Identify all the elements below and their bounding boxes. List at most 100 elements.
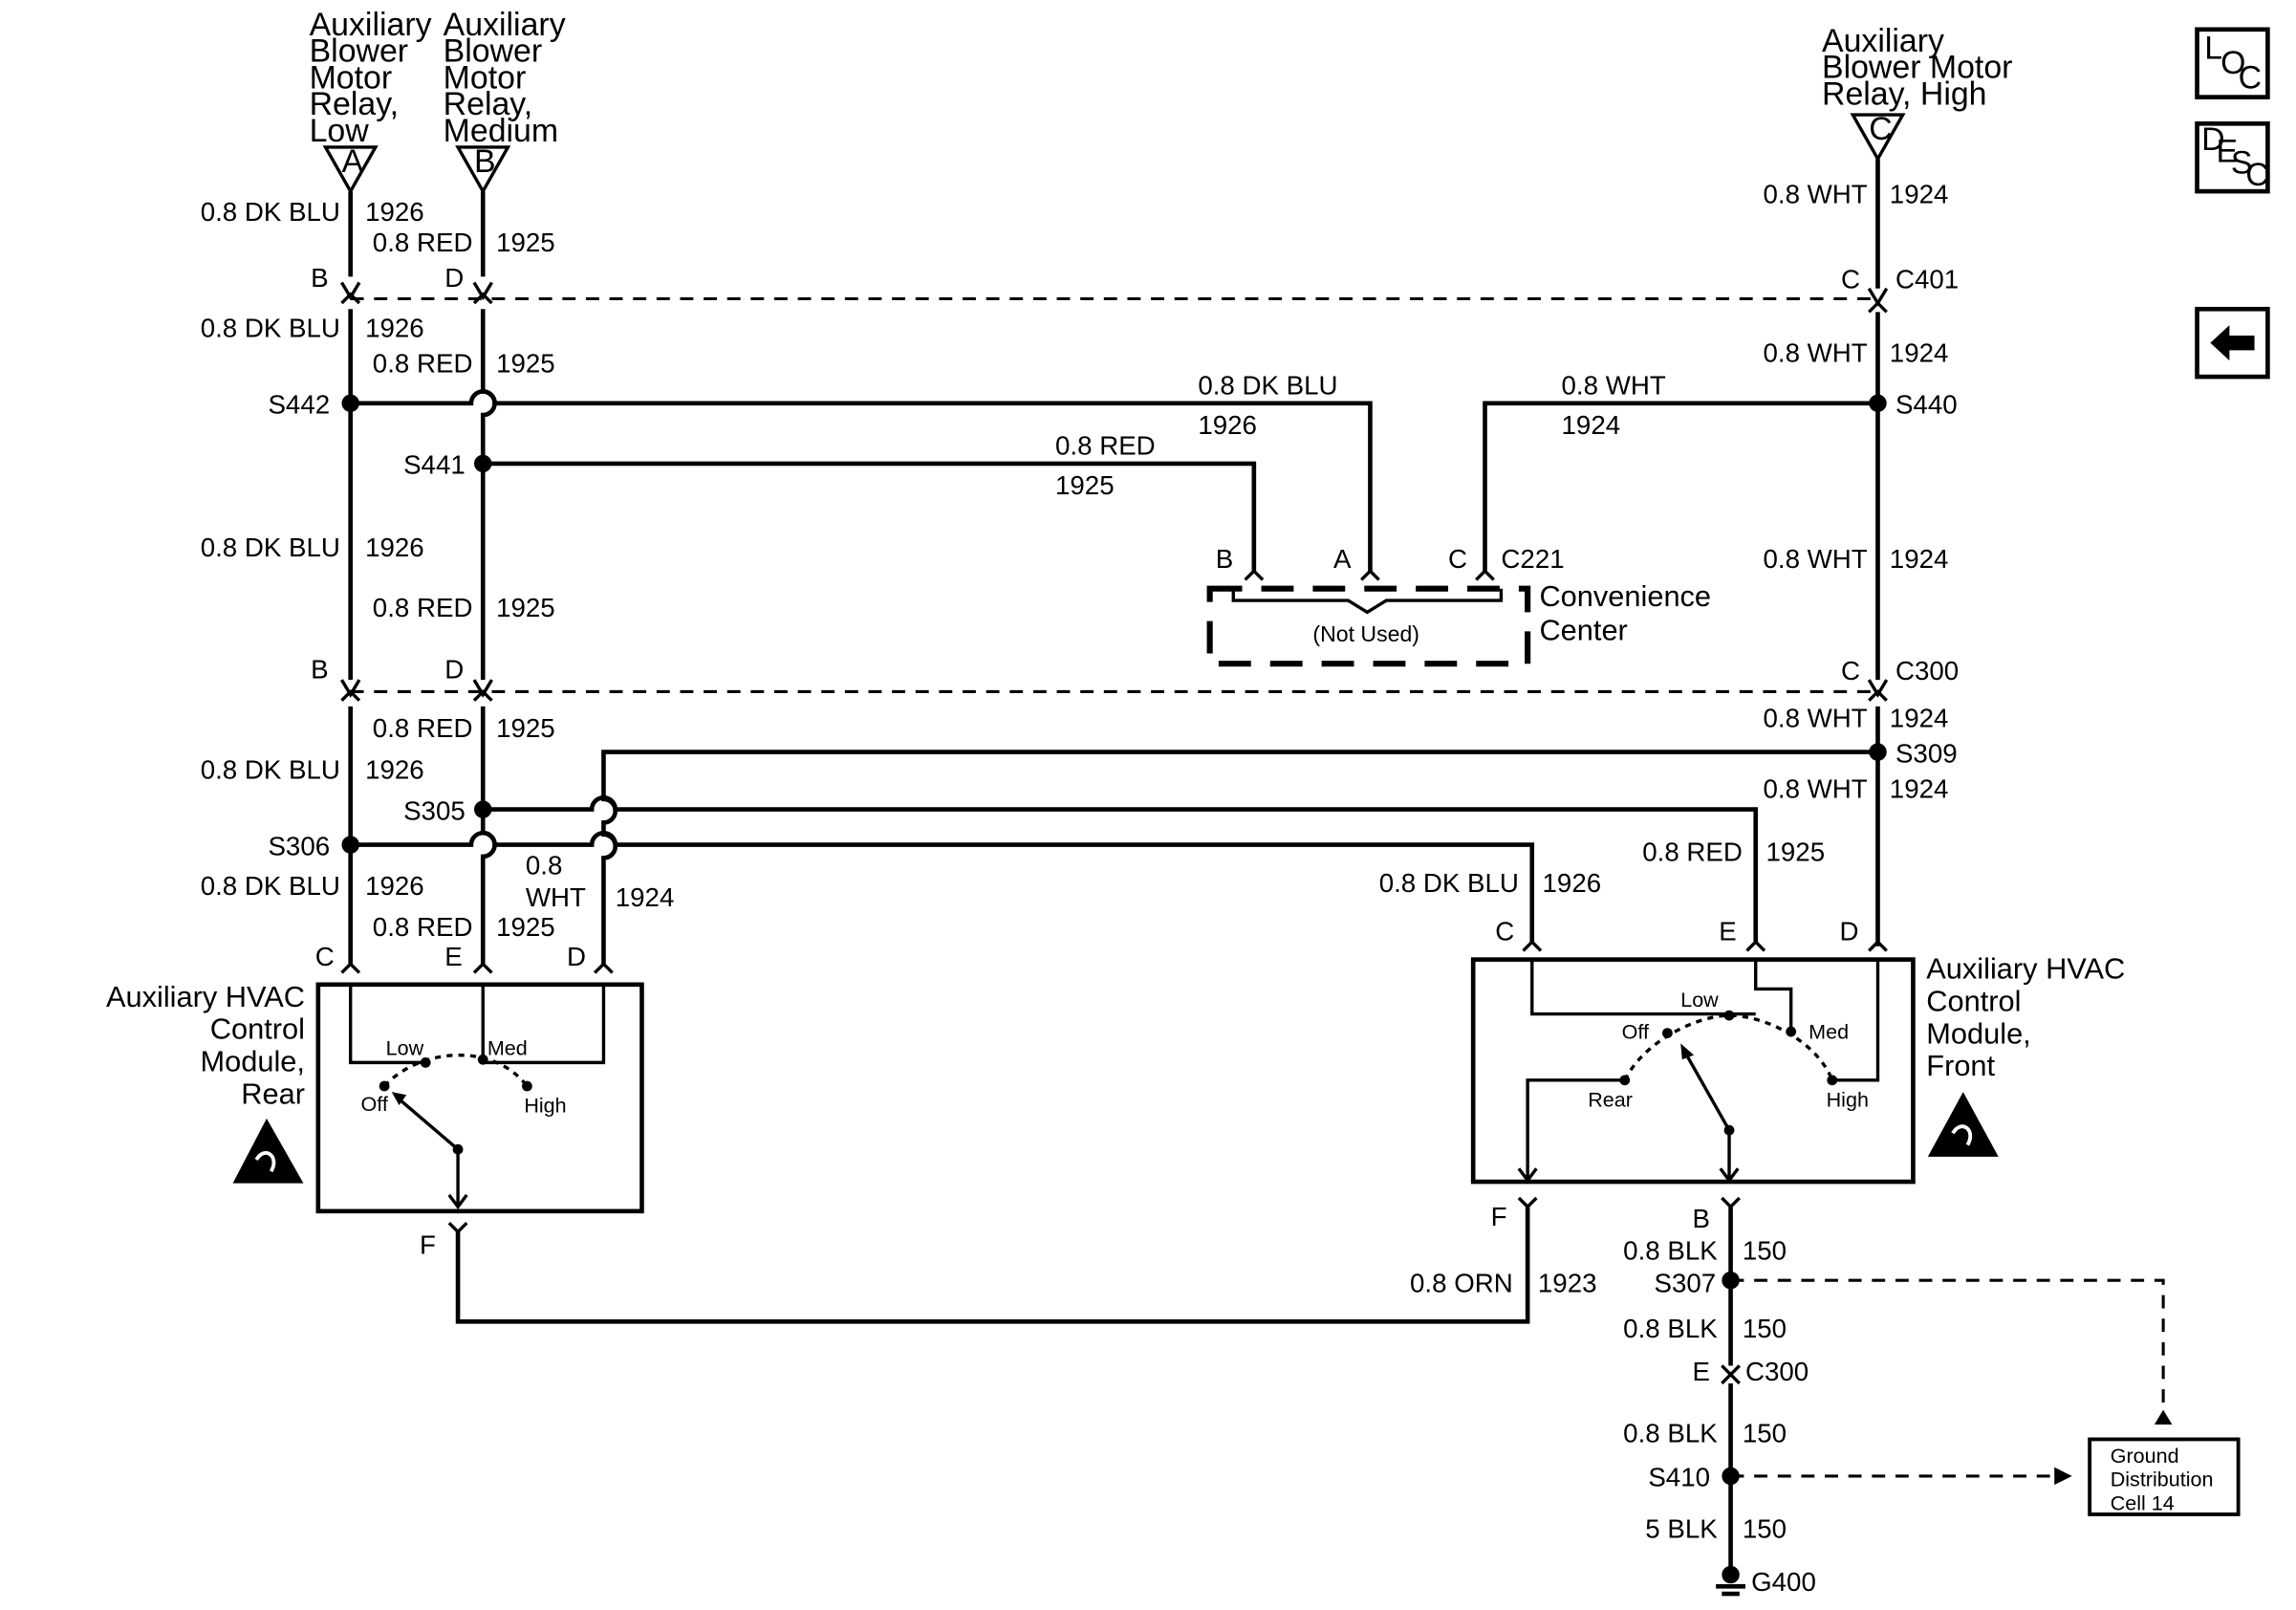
wire-1926-to-c221	[350, 389, 1373, 572]
pin-letter: A	[1333, 544, 1352, 574]
pin-letter: C	[1495, 917, 1514, 946]
wire-1923-orn	[455, 1207, 1530, 1324]
relay-high-line-2: Blower Motor	[1822, 50, 2012, 86]
splice-s309: S309	[1895, 738, 1958, 768]
relay-medium-line-4: Relay,	[444, 86, 532, 122]
rear-pos-med: Med	[487, 1036, 528, 1060]
convenience-note: (Not Used)	[1312, 621, 1419, 646]
circuit-number: 1924	[1890, 179, 1949, 208]
wire-color-label: 0.8 WHT	[1562, 371, 1666, 401]
wire-color-label: 0.8 DK BLU	[201, 314, 340, 343]
pin-letters: B D C B D C B A C C E D C E D F F B E	[311, 263, 1860, 1386]
rear-pos-off: Off	[360, 1092, 388, 1116]
relay-low-line-2: Blower	[310, 33, 409, 70]
relay-high-label: Auxiliary Blower Motor Relay, High	[1822, 23, 2012, 112]
convenience-center: (Not Used) Convenience Center	[1206, 579, 1711, 667]
desc-letter-d: D	[2201, 121, 2224, 158]
wire-color-label: 0.8 RED	[373, 228, 473, 257]
wire-color-label: 0.8 DK BLU	[201, 871, 340, 901]
esd-warning-icon	[232, 1118, 304, 1184]
wire-color-label: 0.8 WHT	[1763, 179, 1867, 208]
pin-letter: E	[1719, 917, 1736, 946]
front-module-name-4: Front	[1926, 1049, 1995, 1082]
ground-g400: G400	[1751, 1567, 1816, 1597]
desc-letter-e: E	[2217, 133, 2239, 169]
loc-letter-l: L	[2204, 31, 2222, 67]
circuit-number: 1925	[496, 713, 555, 743]
rear-module-name-3: Module,	[201, 1045, 305, 1078]
convenience-name-2: Center	[1539, 614, 1627, 647]
circuit-number: 1924	[1890, 338, 1949, 368]
circuit-number: 1924	[1562, 410, 1621, 440]
rear-pos-high: High	[524, 1094, 566, 1118]
relay-low-line-5: Low	[310, 113, 370, 149]
pin-letter: B	[1216, 544, 1233, 574]
circuit-number: 1925	[496, 228, 555, 257]
esd-warning-icon	[1927, 1092, 1999, 1157]
wire-1925-left	[480, 191, 497, 965]
rear-control-module: Low Med Off High	[315, 982, 644, 1214]
wire-color-label: WHT	[526, 882, 586, 912]
back-arrow-icon	[2210, 325, 2255, 361]
front-module-name-3: Module,	[1926, 1016, 2030, 1050]
circuit-number: 150	[1743, 1419, 1787, 1448]
wire-1925-to-c221	[483, 461, 1257, 572]
connector-c300: C300	[1895, 656, 1959, 685]
pin-letter: C	[1841, 265, 1860, 294]
pin-letter: D	[444, 655, 464, 685]
pin-letter: C	[1448, 544, 1467, 574]
pin-letter: D	[567, 942, 586, 971]
relay-low-line-4: Relay,	[310, 86, 399, 122]
loc-button[interactable]: L O C	[2195, 27, 2270, 99]
front-pos-off: Off	[1622, 1020, 1650, 1044]
ground-distribution-box[interactable]: Ground Distribution Cell 14	[2088, 1437, 2241, 1516]
circuit-number: 1923	[1538, 1269, 1597, 1298]
wire-color-label: 0.8 RED	[1055, 431, 1156, 461]
connector-c401: C401	[1895, 265, 1959, 294]
circuit-number: 150	[1743, 1236, 1787, 1266]
pin-letter: B	[311, 263, 328, 293]
front-pos-med: Med	[1809, 1020, 1849, 1044]
front-pos-high: High	[1827, 1088, 1869, 1112]
rear-module-name-1: Auxiliary HVAC	[106, 980, 305, 1013]
wire-1926-s306-to-front	[350, 830, 1535, 943]
circuit-number: 1926	[1198, 410, 1257, 440]
wire-color-label: 0.8 ORN	[1410, 1269, 1513, 1298]
relay-medium-line-5: Medium	[444, 113, 558, 149]
circuit-number: 1924	[1890, 703, 1949, 732]
wire-color-label: 0.8 RED	[373, 912, 473, 942]
wire-color-label: 0.8 WHT	[1763, 544, 1867, 574]
front-module-name-2: Control	[1926, 985, 2021, 1018]
desc-button[interactable]: D E S C	[2195, 120, 2270, 194]
ground-dist-line-3: Cell 14	[2111, 1490, 2175, 1514]
loc-letter-c: C	[2239, 59, 2262, 96]
pin-letter: E	[444, 942, 462, 971]
splice-s440: S440	[1895, 390, 1958, 420]
rear-module-name-4: Rear	[241, 1077, 305, 1110]
desc-letter-c: C	[2245, 157, 2268, 193]
wire-color-label: 0.8 DK BLU	[201, 533, 340, 562]
back-button[interactable]	[2195, 306, 2270, 380]
circuit-number: 150	[1743, 1314, 1787, 1343]
front-pos-rear: Rear	[1588, 1088, 1633, 1112]
wire-color-label: 0.8 BLK	[1623, 1419, 1718, 1448]
wire-color-label: 0.8 RED	[373, 713, 473, 743]
relay-medium-pin: B	[474, 143, 496, 180]
rear-module-label: Auxiliary HVAC Control Module, Rear	[106, 980, 305, 1111]
pin-letter: F	[420, 1229, 436, 1259]
circuit-number: 1925	[496, 912, 555, 942]
wire-color-label: 0.8 BLK	[1623, 1236, 1718, 1266]
rear-module-name-2: Control	[210, 1012, 305, 1046]
wire-1924-to-c221	[1483, 401, 1878, 572]
relay-high-line-1: Auxiliary	[1822, 23, 1944, 59]
desc-letter-s: S	[2231, 145, 2253, 182]
circuit-number: 1924	[1890, 544, 1949, 574]
component-ids: C401 C300 C300 C221 S442 S441 S440 S309 …	[268, 265, 1959, 1597]
wire-color-label: 0.8 WHT	[1763, 338, 1867, 368]
pin-letter: D	[444, 263, 464, 293]
relay-medium-line-2: Blower	[444, 33, 543, 70]
circuit-number: 1924	[1890, 773, 1949, 803]
convenience-name-1: Convenience	[1539, 579, 1711, 613]
circuit-number: 1925	[496, 348, 555, 378]
